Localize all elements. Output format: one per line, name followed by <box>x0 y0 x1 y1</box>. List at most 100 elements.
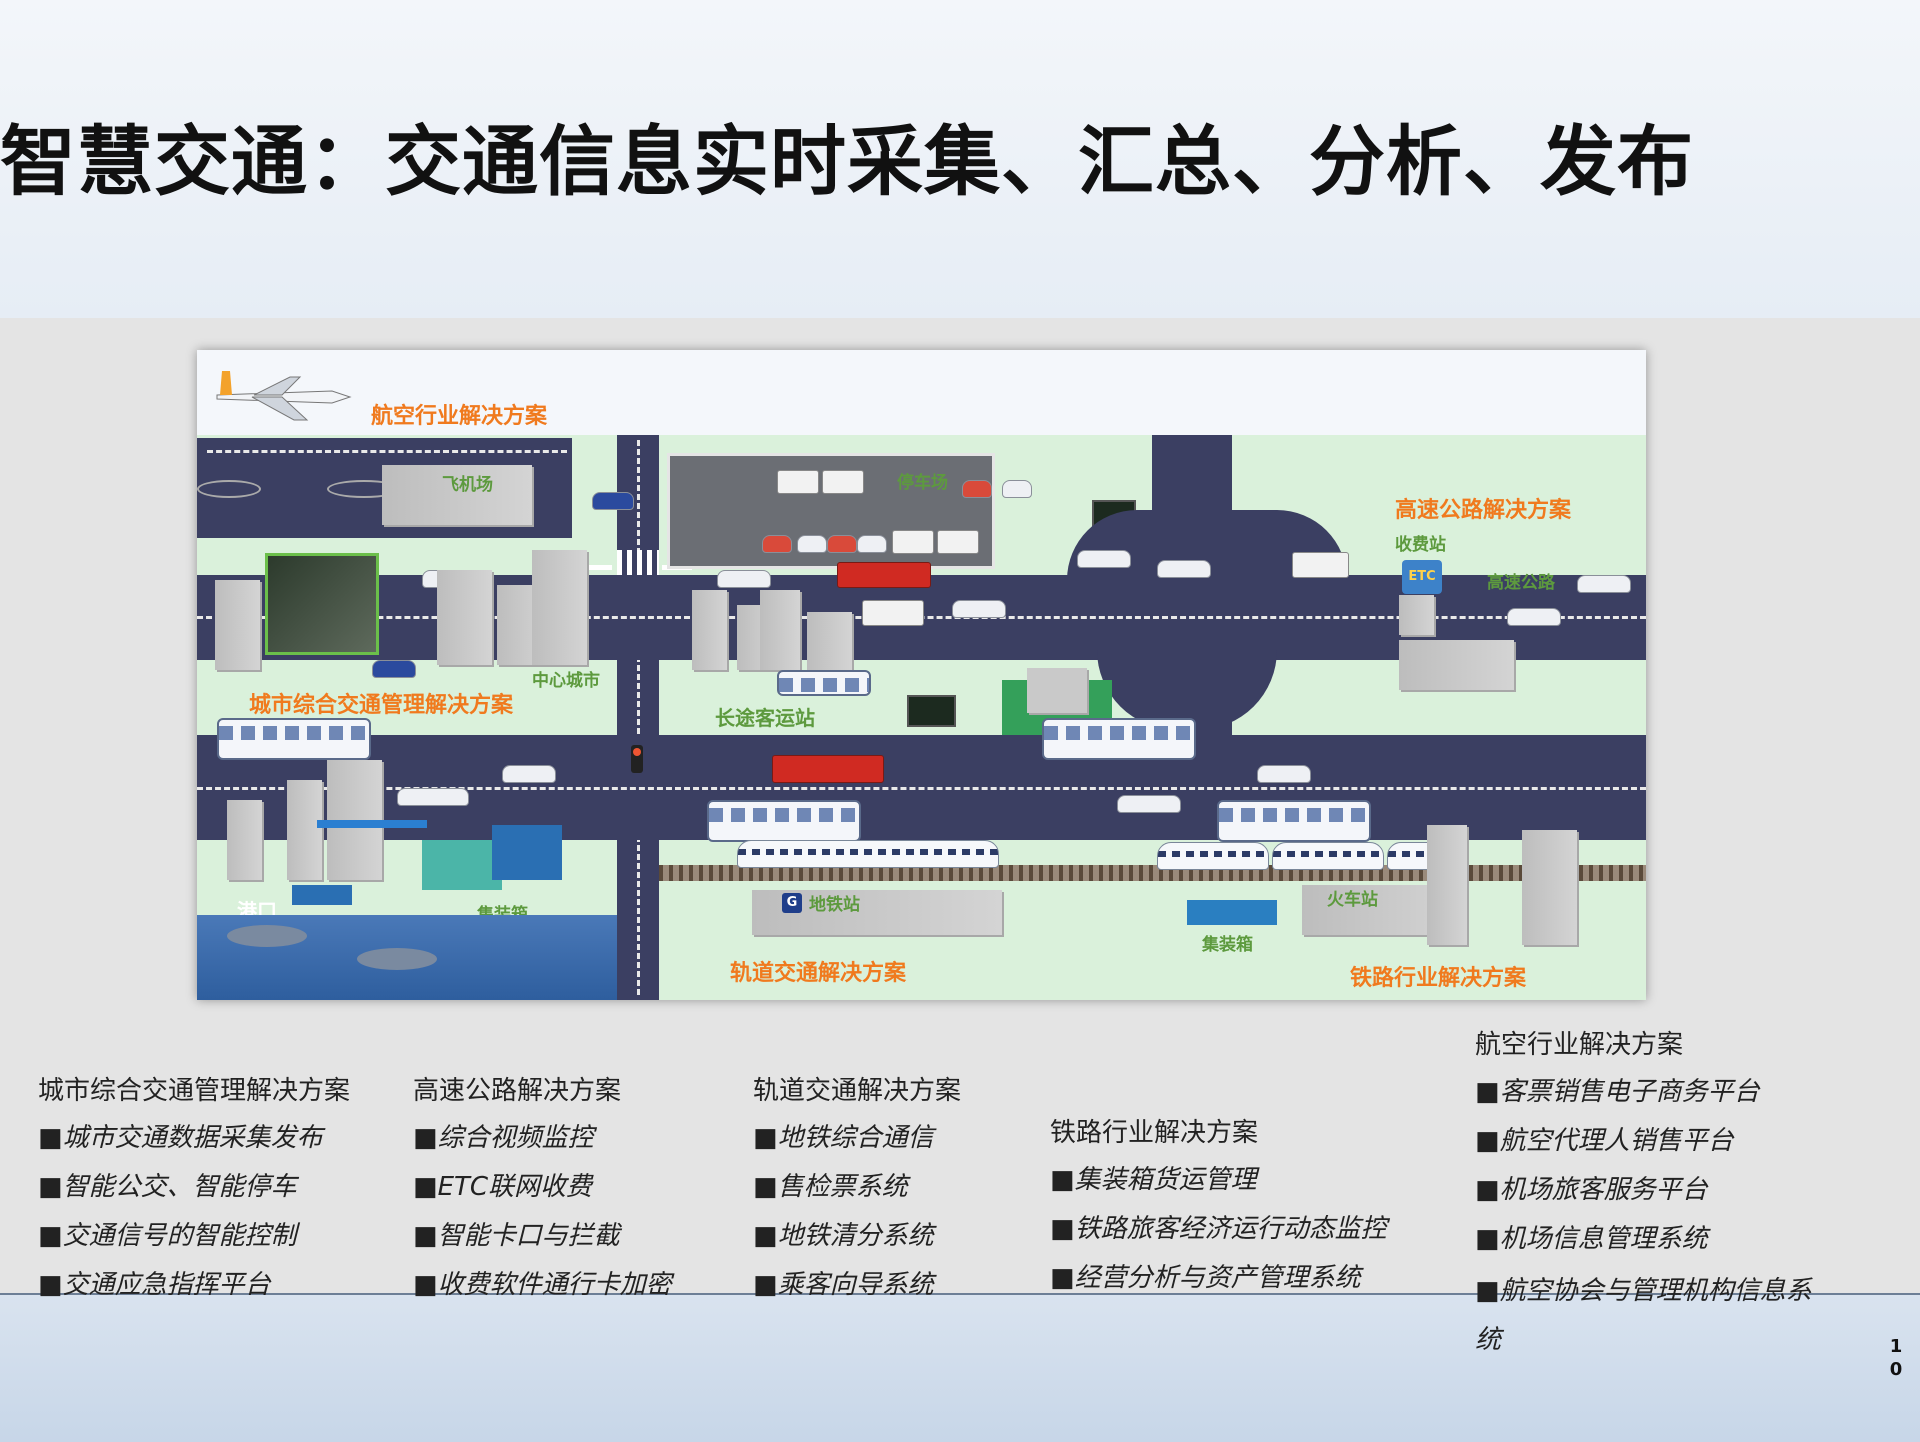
column-heading: 航空行业解决方案 <box>1475 1030 1684 1060</box>
column-heading: 铁路行业解决方案 <box>1050 1118 1259 1148</box>
aviation-label: 航空行业解决方案 <box>371 404 548 429</box>
ship <box>357 948 437 970</box>
car <box>397 788 469 806</box>
parked-car <box>797 535 827 553</box>
list-item: 地铁清分系统 <box>753 1215 961 1264</box>
list-item: 智能公交、智能停车 <box>38 1166 350 1215</box>
parking-label: 停车场 <box>897 473 948 493</box>
building <box>532 550 587 665</box>
road-marking <box>197 787 1646 790</box>
building <box>692 590 727 670</box>
building <box>215 580 260 670</box>
page-number: 10 <box>1889 1336 1903 1380</box>
ship <box>227 925 307 947</box>
car <box>1157 560 1211 578</box>
building <box>1399 640 1514 690</box>
truck <box>837 562 931 588</box>
airport-label: 飞机场 <box>442 475 493 495</box>
toll-station-label: 收费站 <box>1395 535 1446 555</box>
list-item: 收费软件通行卡加密 <box>413 1264 672 1313</box>
truck <box>862 600 924 626</box>
page-title: 智慧交通：交通信息实时采集、汇总、分析、发布 <box>0 117 1694 206</box>
road-marking <box>637 440 640 995</box>
column-city-traffic: 城市综合交通管理解决方案 城市交通数据采集发布 智能公交、智能停车 交通信号的智… <box>38 1070 350 1313</box>
police-car <box>592 492 634 510</box>
list-item: 售检票系统 <box>753 1166 961 1215</box>
parked-truck <box>777 470 819 494</box>
smart-transport-illustration: 航空行业解决方案 飞机场 停车场 高速公路解决方案 收费站 高速公路 <box>197 350 1646 1000</box>
bus <box>1217 800 1371 842</box>
building <box>1399 595 1434 635</box>
parked-car <box>962 480 992 498</box>
truck <box>772 755 884 783</box>
bus <box>707 800 861 842</box>
building <box>807 612 852 672</box>
building <box>287 780 322 880</box>
column-rail-transit: 轨道交通解决方案 地铁综合通信 售检票系统 地铁清分系统 乘客向导系统 <box>753 1070 961 1313</box>
etc-gate: ETC <box>1402 560 1442 594</box>
parked-car <box>762 535 792 553</box>
list-item: 交通应急指挥平台 <box>38 1264 350 1313</box>
column-heading: 城市综合交通管理解决方案 <box>38 1076 351 1106</box>
list-item: 地铁综合通信 <box>753 1117 961 1166</box>
railway-solution-label: 铁路行业解决方案 <box>1350 966 1527 991</box>
column-heading: 轨道交通解决方案 <box>753 1076 962 1106</box>
car <box>717 570 771 588</box>
bus <box>217 718 371 760</box>
train-station-label: 火车站 <box>1327 890 1378 910</box>
runway-marking <box>207 450 567 453</box>
highway-solution-label: 高速公路解决方案 <box>1395 498 1572 523</box>
car <box>502 765 556 783</box>
building <box>227 800 262 880</box>
city-solution-label: 城市综合交通管理解决方案 <box>249 693 514 718</box>
list-item: 机场信息管理系统 <box>1475 1218 1820 1267</box>
crane <box>317 820 427 888</box>
info-sign <box>907 695 956 727</box>
etc-label: ETC <box>1408 569 1436 584</box>
list-item: 集装箱货运管理 <box>1050 1159 1387 1208</box>
airport-terminal <box>382 465 532 525</box>
building <box>437 570 492 665</box>
runway-marking <box>197 480 261 498</box>
list-item: 智能卡口与拦截 <box>413 1215 672 1264</box>
column-railway: 铁路行业解决方案 集装箱货运管理 铁路旅客经济运行动态监控 经营分析与资产管理系… <box>1050 1112 1387 1306</box>
metro-station-label: 地铁站 <box>809 895 860 915</box>
vertical-highway <box>1152 435 1232 520</box>
police-car <box>372 660 416 678</box>
truck <box>1292 552 1349 578</box>
sky-strip <box>197 350 1646 435</box>
metro-train <box>737 840 999 868</box>
list-item: 交通信号的智能控制 <box>38 1215 350 1264</box>
coach-station-label: 长途客运站 <box>715 706 815 730</box>
highway-label: 高速公路 <box>1487 573 1555 593</box>
list-item: 综合视频监控 <box>413 1117 672 1166</box>
rail-solution-label: 轨道交通解决方案 <box>730 961 907 986</box>
list-item: ETC联网收费 <box>413 1166 672 1215</box>
airplane-icon <box>212 365 352 425</box>
building <box>1427 825 1467 945</box>
container-right-label: 集装箱 <box>1202 935 1253 955</box>
list-item: 经营分析与资产管理系统 <box>1050 1257 1387 1306</box>
parked-truck <box>822 470 864 494</box>
city-center-label: 中心城市 <box>532 671 600 691</box>
parked-truck <box>937 530 979 554</box>
building <box>760 590 800 670</box>
column-highway: 高速公路解决方案 综合视频监控 ETC联网收费 智能卡口与拦截 收费软件通行卡加… <box>413 1070 672 1313</box>
parked-car <box>827 535 857 553</box>
container-stack <box>1187 900 1277 925</box>
column-aviation: 航空行业解决方案 客票销售电子商务平台 航空代理人销售平台 机场旅客服务平台 机… <box>1475 1024 1820 1365</box>
list-item: 城市交通数据采集发布 <box>38 1117 350 1166</box>
parked-car <box>1002 480 1032 498</box>
car <box>1077 550 1131 568</box>
list-item: 航空协会与管理机构信息系统 <box>1475 1267 1820 1365</box>
title-band <box>0 0 1920 318</box>
list-item: 航空代理人销售平台 <box>1475 1120 1820 1169</box>
parked-car <box>857 535 887 553</box>
container-stack <box>422 840 502 890</box>
building <box>1522 830 1577 945</box>
container-stack <box>492 825 562 880</box>
high-speed-train <box>1272 842 1384 870</box>
high-speed-train <box>1157 842 1269 870</box>
traffic-light-icon <box>631 745 643 773</box>
parked-truck <box>892 530 934 554</box>
